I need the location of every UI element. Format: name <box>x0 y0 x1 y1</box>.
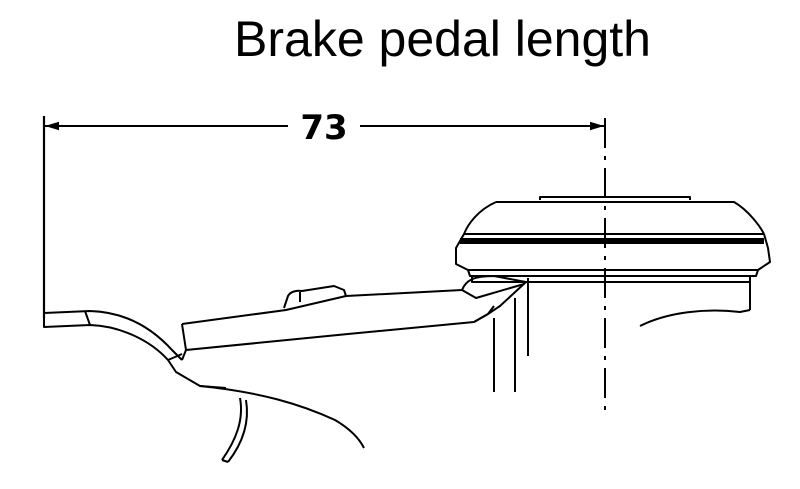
support-strut <box>493 278 529 392</box>
diagram-title: Brake pedal length <box>234 11 651 67</box>
bottom-cable <box>221 397 248 463</box>
pedal-pad <box>181 275 527 361</box>
cylinder-housing <box>471 276 751 327</box>
reservoir-cap <box>455 196 771 277</box>
dimension-value: 73 <box>300 108 347 148</box>
pedal-lever <box>43 310 365 449</box>
